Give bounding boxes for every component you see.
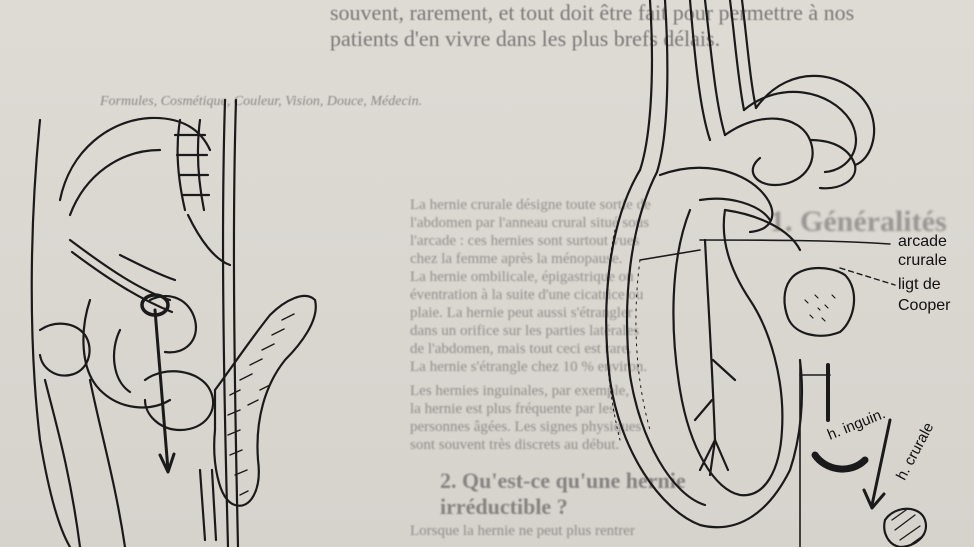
label-crurale: crurale — [898, 252, 947, 270]
pelvis-drawing — [32, 100, 316, 547]
crural-region-drawing — [606, 0, 926, 547]
label-cooper: Cooper — [898, 297, 950, 315]
label-ligament: ligt de — [898, 276, 941, 294]
label-arcade: arcade — [898, 233, 947, 251]
